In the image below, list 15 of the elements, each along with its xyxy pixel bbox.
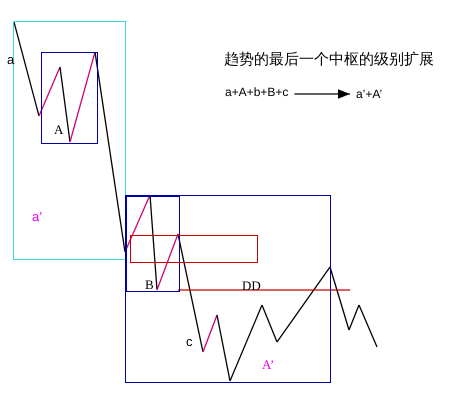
formula-text: a+A+b+B+c	[225, 86, 288, 98]
box-label: A	[54, 123, 64, 136]
zone-box	[41, 52, 98, 144]
box-label: a’	[32, 210, 42, 223]
range-box	[130, 235, 258, 263]
box-label: A’	[262, 358, 274, 371]
zone-box	[126, 196, 180, 292]
segment-label: c	[186, 335, 192, 348]
line-label: DD	[242, 279, 261, 292]
formula-text: a’+A’	[356, 88, 382, 100]
zone-box	[125, 195, 331, 383]
arrow	[294, 89, 350, 99]
zone-box	[13, 21, 126, 260]
title: 趋势的最后一个中枢的级别扩展	[224, 52, 434, 67]
box-label: B	[145, 278, 154, 291]
